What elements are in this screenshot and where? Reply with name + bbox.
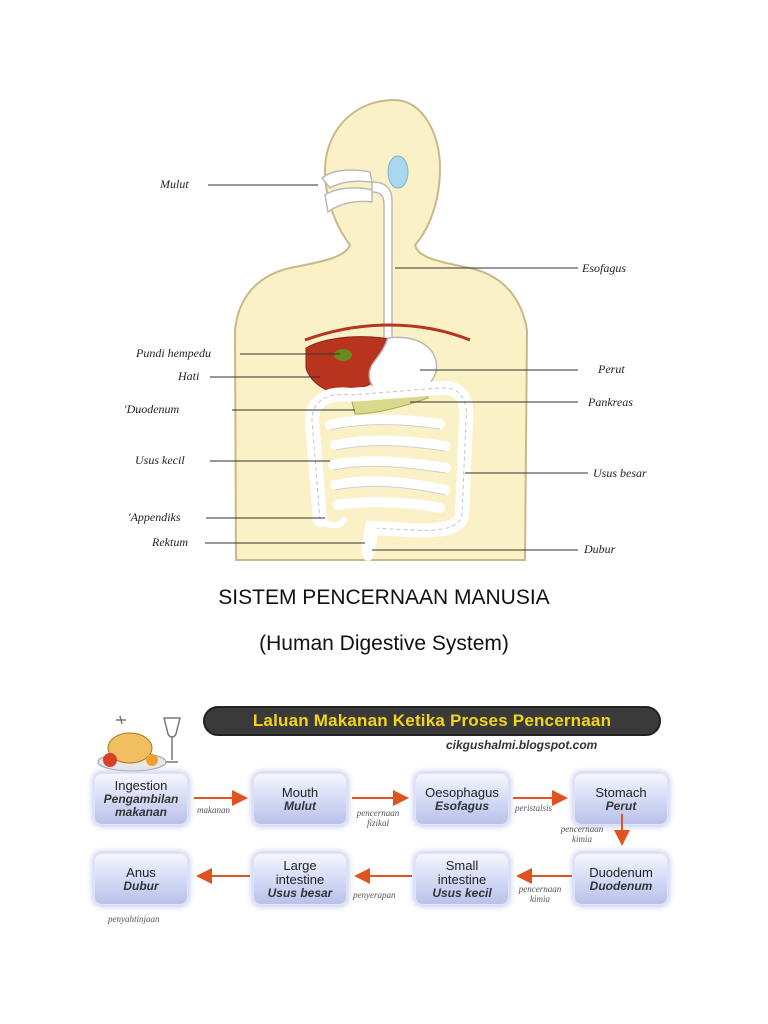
flow-banner-text: Laluan Makanan Ketika Proses Pencernaan [252,711,612,730]
box-ingestion-ms: Pengambilan makanan [103,792,179,819]
box-ingestion: Ingestion Pengambilan makanan [94,773,188,825]
label-appendiks: 'Appendiks [128,510,181,524]
leader-lines [205,184,588,551]
box-small-intestine: Small intestine Usus kecil [415,853,509,905]
box-oesophagus-en: Oesophagus [425,784,499,800]
edge-penyerapan: penyerapan [353,890,396,900]
label-dubur: Dubur [584,542,616,556]
box-duodenum: Duodenum Duodenum [574,853,668,905]
box-mouth-en: Mouth [281,784,319,800]
roast-chicken [107,732,153,764]
salivary-gland [387,155,409,189]
box-large-intestine-en: Large intestine [275,857,325,887]
box-stomach: Stomach Perut [574,773,668,825]
box-anus-ms: Dubur [123,878,159,893]
box-mouth: Mouth Mulut [253,773,347,825]
rectum [363,523,377,561]
edge-pencernaan-fizikal: pencernaan fizikal [356,808,400,828]
box-stomach-ms: Perut [605,798,637,813]
large-intestine [304,380,474,557]
box-duodenum-ms: Duodenum [589,878,653,893]
box-duodenum-en: Duodenum [589,864,653,880]
tongue [324,187,373,214]
small-intestine-outline [329,424,447,496]
edge-pencernaan-kimia-1: pencernaan kimia [560,824,604,844]
label-pundi-hempedu: Pundi hempedu [136,346,211,360]
label-rektum: Rektum [152,535,188,549]
label-mulut: Mulut [160,177,189,191]
box-oesophagus-ms: Esofagus [434,798,489,813]
page-title: SISTEM PENCERNAAN MANUSIA [218,586,550,609]
label-hati: Hati [178,369,200,383]
small-intestine [325,414,451,513]
appendix [319,517,347,529]
sparkle [116,715,126,725]
edge-pencernaan-kimia-2: pencernaan kimia [518,884,562,904]
box-stomach-en: Stomach [595,784,647,800]
diaphragm [304,323,471,342]
gallbladder [334,349,352,361]
box-small-intestine-ms: Usus kecil [432,885,492,900]
box-ingestion-en: Ingestion [114,778,168,793]
label-pankreas: Pankreas [588,395,633,409]
apple [103,753,117,767]
wine-glass [163,717,181,763]
page-subtitle: (Human Digestive System) [259,632,509,655]
box-large-intestine: Large intestine Usus besar [253,853,347,905]
box-mouth-ms: Mulut [284,798,316,813]
edge-makanan: makanan [197,805,230,815]
box-anus: Anus Dubur [94,853,188,905]
box-large-intestine-ms: Usus besar [267,885,333,900]
orange [146,754,158,766]
box-anus-en: Anus [126,864,156,880]
edge-peristalsis: peristalsis [515,803,553,813]
label-duodenum: 'Duodenum [124,402,180,416]
label-usus-kecil: Usus kecil [135,453,185,467]
box-oesophagus: Oesophagus Esofagus [415,773,509,825]
flow-banner: Laluan Makanan Ketika Proses Pencernaan [203,706,661,736]
box-small-intestine-en: Small intestine [437,857,487,887]
digestive-system-illustration [205,98,588,561]
food-illustration [97,715,181,772]
edge-penyahtinjaan: penyahtinjaan [108,914,160,924]
label-esofagus: Esofagus [582,261,627,275]
label-usus-besar: Usus besar [593,466,647,480]
label-perut: Perut [598,362,625,376]
blog-url: cikgushalmi.blogspot.com [446,738,598,752]
